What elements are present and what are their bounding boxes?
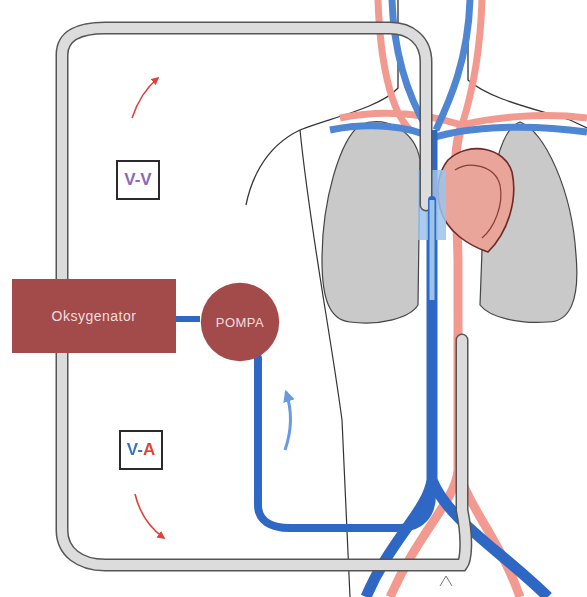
pump-circle: POMPA	[200, 282, 280, 362]
oxygenator-box: Oksygenator	[12, 279, 176, 353]
flow-arrow	[135, 494, 164, 538]
mode-label: V-V	[124, 170, 151, 190]
mode-box: V-A	[119, 430, 163, 470]
drainage-tube	[258, 200, 432, 528]
mode-label: V-A	[127, 440, 155, 460]
mode-box: V-V	[116, 160, 160, 200]
pump-label: POMPA	[216, 315, 265, 330]
heart	[438, 149, 514, 252]
lung	[322, 122, 420, 323]
body-mark	[440, 576, 452, 586]
oxygenator-label: Oksygenator	[52, 308, 137, 324]
flow-arrow	[132, 78, 158, 118]
cannula	[62, 28, 426, 280]
vein	[330, 0, 587, 138]
flow-arrow	[285, 392, 290, 450]
cannula	[62, 28, 426, 280]
pump-link	[176, 316, 200, 322]
